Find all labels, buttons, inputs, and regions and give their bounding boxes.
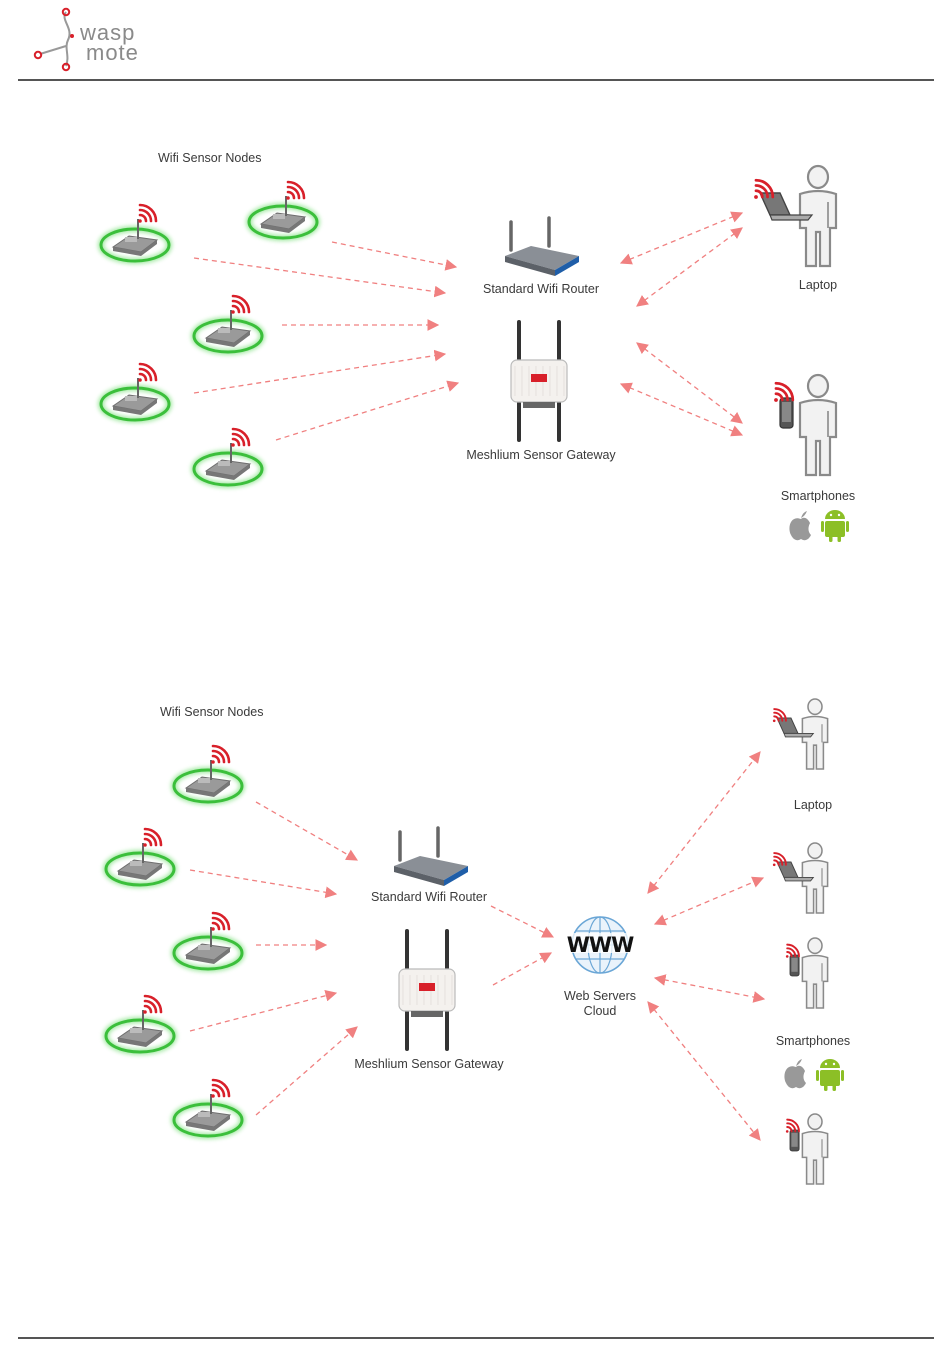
bidirectional-arrow: [648, 752, 760, 893]
arrow: [493, 953, 551, 985]
bidirectional-arrow: [655, 978, 764, 999]
gateway-icon: [399, 931, 455, 1049]
sensor-node-icon: [194, 296, 262, 352]
d2-cloud-label-line2: Cloud: [564, 1004, 636, 1019]
person-icon: [802, 1114, 827, 1184]
d1-router-label: Standard Wifi Router: [483, 282, 599, 296]
d2-smartphones-label: Smartphones: [776, 1034, 850, 1048]
d2-laptop-label: Laptop: [794, 798, 832, 812]
d2-cloud-label: Web Servers Cloud: [564, 989, 636, 1019]
android-icon: [816, 1059, 844, 1091]
wifi-signal-icon: [138, 364, 156, 382]
apple-icon: [784, 1059, 806, 1088]
wifi-signal-icon: [143, 829, 161, 847]
d2-gateway-label: Meshlium Sensor Gateway: [354, 1057, 503, 1071]
arrow: [194, 354, 445, 393]
sensor-node-icon: [101, 205, 169, 261]
d2-router-label: Standard Wifi Router: [371, 890, 487, 904]
sensor-node-icon: [101, 364, 169, 420]
sensor-node-icon: [174, 1080, 242, 1136]
arrow: [256, 802, 357, 860]
sensor-node-icon: [194, 429, 262, 485]
person-icon: [802, 938, 827, 1008]
bidirectional-arrow: [648, 1002, 760, 1140]
sensor-node-icon: [174, 746, 242, 802]
sensor-node-icon: [249, 182, 317, 238]
wifi-signal-icon: [211, 1080, 229, 1098]
wifi-signal-icon: [143, 996, 161, 1014]
d1-gateway-label: Meshlium Sensor Gateway: [466, 448, 615, 462]
d1-nodes-label: Wifi Sensor Nodes: [158, 151, 262, 165]
person-icon: [800, 375, 836, 475]
wifi-signal-icon: [138, 205, 156, 223]
bidirectional-arrow: [655, 878, 763, 924]
router-icon: [394, 828, 468, 886]
www-text: WWW: [567, 933, 634, 957]
arrow: [332, 242, 456, 267]
sensor-node-icon: [106, 996, 174, 1052]
wifi-signal-icon: [211, 746, 229, 764]
arrow: [276, 383, 458, 440]
arrow: [190, 993, 336, 1031]
wifi-signal-icon: [231, 296, 249, 314]
arrow: [194, 258, 445, 293]
sensor-node-icon: [174, 913, 242, 969]
arrow: [491, 906, 553, 937]
bidirectional-arrow: [621, 213, 742, 263]
d1-smartphones-label: Smartphones: [781, 489, 855, 503]
sensor-node-icon: [106, 829, 174, 885]
smartphone-icon: [786, 1120, 799, 1151]
bidirectional-arrow: [637, 343, 742, 423]
android-icon: [821, 510, 849, 542]
arrows-layer: [190, 213, 764, 1140]
wifi-signal-icon: [286, 182, 304, 200]
arrow: [256, 1027, 357, 1115]
router-icon: [505, 218, 579, 276]
arrow: [190, 870, 336, 894]
d2-cloud-label-line1: Web Servers: [564, 989, 636, 1004]
smartphone-icon: [774, 383, 793, 428]
gateway-icon: [511, 322, 567, 440]
wifi-signal-icon: [211, 913, 229, 931]
d1-laptop-label: Laptop: [799, 278, 837, 292]
bidirectional-arrow: [637, 228, 742, 306]
icons-layer: WWW: [101, 166, 849, 1184]
wifi-signal-icon: [231, 429, 249, 447]
apple-icon: [789, 511, 811, 540]
d2-nodes-label: Wifi Sensor Nodes: [160, 705, 264, 719]
globe-icon: WWW: [566, 917, 634, 973]
smartphone-icon: [786, 945, 799, 976]
